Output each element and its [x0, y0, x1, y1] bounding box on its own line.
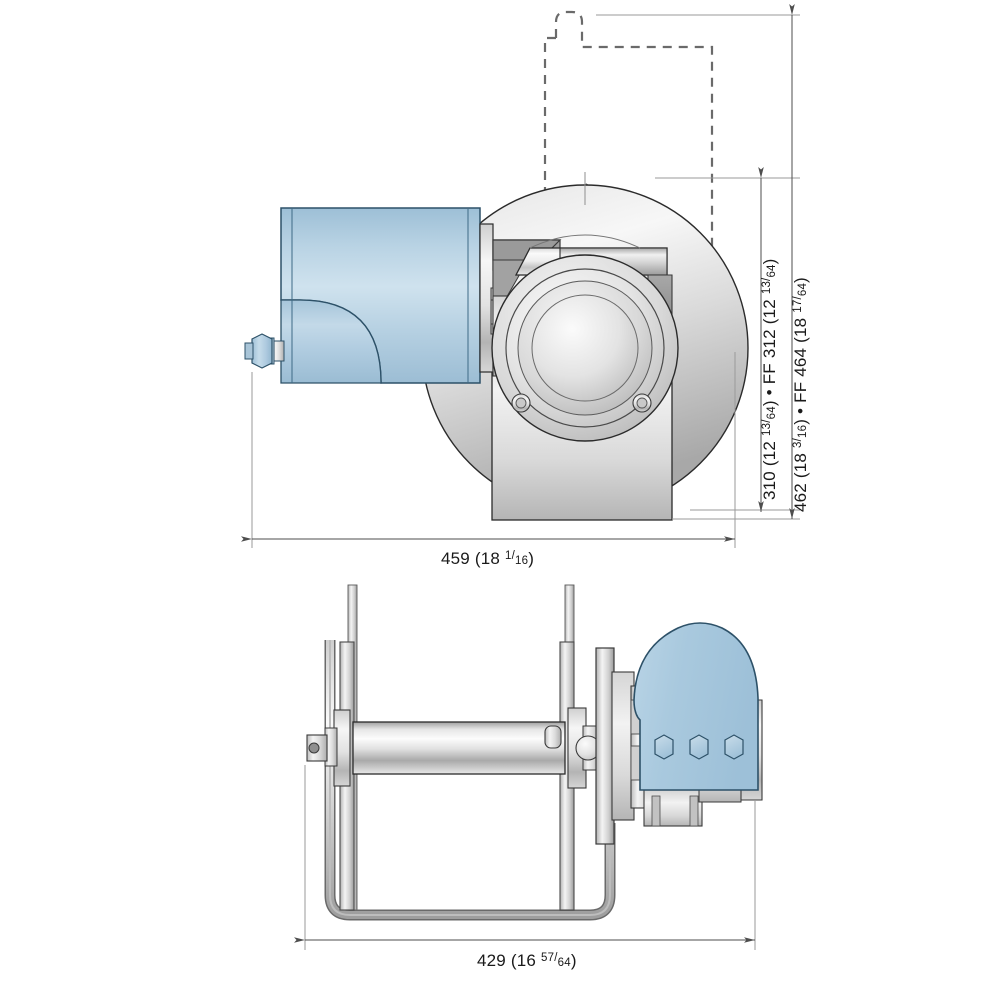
u-shaped-base-frame [324, 640, 616, 921]
dim-inner-b-mm: 312 [760, 329, 779, 358]
dim-inner-a-num: 13 [761, 423, 773, 436]
svg-text:459 (18 1/16): 459 (18 1/16) [441, 549, 534, 568]
dim-inner-a-den: 64 [766, 406, 778, 420]
top-view-dimensions [241, 4, 800, 548]
dim-outer-a-den: 16 [797, 425, 809, 438]
bottom-view-dimensions [294, 765, 756, 950]
dim-bot-den: 64 [558, 957, 572, 969]
dimension-label-height-outer: 462 (18 3/16) • FF 464 (18 17/64) [791, 277, 810, 512]
hex-bolt-head-1 [654, 734, 674, 760]
dim-inner-a-whole: 12 [760, 441, 779, 460]
dim-outer-b-whole: 18 [791, 318, 810, 337]
bearing-hub [491, 254, 679, 442]
dim-inner-sep: • [760, 389, 779, 395]
hydraulic-motor-housing [280, 207, 481, 384]
dim-bot-whole: 16 [517, 951, 536, 970]
dim-top-den: 16 [515, 555, 528, 567]
dim-top-whole: 18 [481, 549, 500, 568]
svg-text:462 (18 3/16) • FF 464 (18 17/: 462 (18 3/16) • FF 464 (18 17/64) [791, 277, 810, 512]
hydraulic-motor-housing-front [633, 622, 759, 791]
dimension-label-width-bottom: 429 (16 57/64) [477, 951, 577, 970]
dim-top-mm: 459 [441, 549, 470, 568]
svg-text:310 (12 13/64) • FF 312 (12 13: 310 (12 13/64) • FF 312 (12 13/64) [760, 258, 779, 500]
hex-bolt-head-2 [689, 734, 709, 760]
hex-bolt-head-3 [724, 734, 744, 760]
drum-hub-left [306, 709, 351, 787]
front-elevation-view [306, 584, 763, 921]
reel-drum [352, 721, 566, 775]
dim-outer-b-mm: 464 [791, 348, 810, 377]
dimension-label-height-inner: 310 (12 13/64) • FF 312 (12 13/64) [760, 258, 779, 500]
drum-hub-right [567, 707, 601, 789]
dim-top-num: 1 [505, 550, 512, 562]
dim-inner-b-prefix: FF [760, 363, 779, 384]
dim-outer-a-mm: 462 [791, 483, 810, 512]
dim-bot-num: 57 [541, 952, 554, 964]
dim-inner-a-mm: 310 [760, 471, 779, 500]
dim-outer-sep: • [791, 408, 810, 414]
dimension-label-width-top: 459 (18 1/16) [441, 549, 534, 568]
dim-outer-a-num: 3 [792, 441, 804, 448]
dim-inner-b-den: 64 [766, 264, 778, 278]
dim-inner-b-whole: 12 [760, 299, 779, 318]
hydraulic-port-fitting [244, 333, 285, 369]
grease-port-right [632, 393, 652, 413]
dim-inner-b-num: 13 [761, 281, 773, 294]
dim-outer-b-num: 17 [792, 300, 804, 313]
side-elevation-view [244, 10, 749, 521]
dim-outer-a-whole: 18 [791, 453, 810, 472]
grease-port-left [511, 393, 531, 413]
svg-text:429 (16 57/64): 429 (16 57/64) [477, 951, 577, 970]
dim-outer-b-prefix: FF [791, 382, 810, 403]
dim-bot-mm: 429 [477, 951, 506, 970]
dim-outer-b-den: 64 [797, 283, 809, 297]
